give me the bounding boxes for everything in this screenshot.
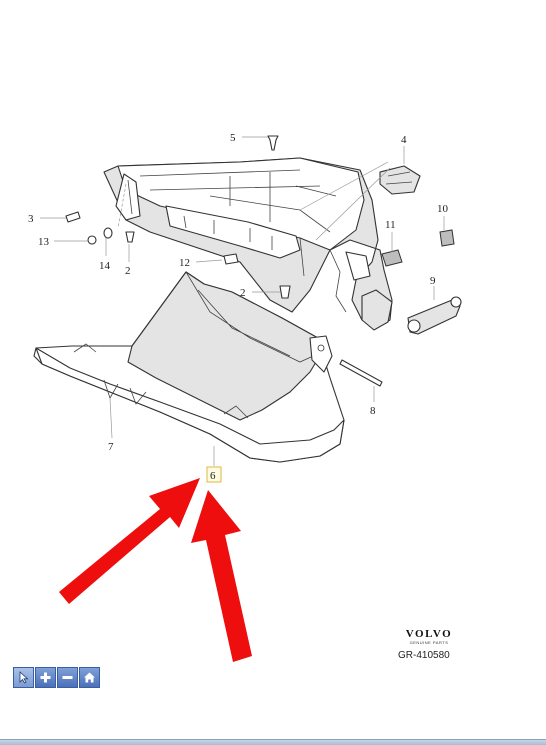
callout-8: 8 [370, 405, 376, 417]
washer-14 [103, 227, 113, 239]
brand-name: VOLVO [405, 628, 453, 640]
pin-2-right [279, 285, 291, 299]
callout-4: 4 [401, 134, 407, 146]
status-bar [0, 739, 546, 745]
latch-assembly-9 [407, 296, 462, 335]
clip-11 [381, 249, 403, 267]
callout-12: 12 [179, 257, 190, 269]
zoom-in-button[interactable] [35, 667, 56, 688]
pin-2-left [125, 231, 135, 243]
diagram-reference: GR-410580 [398, 650, 450, 661]
washer-13 [87, 235, 97, 245]
damper-rod-8 [339, 359, 383, 387]
leader-lines [40, 136, 445, 466]
callout-2-left: 2 [125, 265, 131, 277]
pointer-icon [19, 671, 29, 684]
screw-12 [223, 253, 239, 265]
callout-9: 9 [430, 275, 436, 287]
zoom-out-icon [62, 676, 73, 679]
callout-6[interactable]: 6 [210, 470, 216, 482]
callout-14: 14 [99, 260, 111, 272]
glovebox-lid [33, 271, 345, 463]
glovebox-housing [103, 157, 393, 331]
arrow-right [191, 490, 252, 662]
red-arrows [59, 478, 252, 662]
brand-subtitle: GENUINE PARTS [409, 640, 449, 645]
callout-2-right: 2 [240, 287, 246, 299]
callout-10: 10 [437, 203, 449, 215]
callout-13: 13 [38, 236, 50, 248]
volvo-brand: VOLVO GENUINE PARTS [396, 628, 462, 646]
callout-7: 7 [108, 441, 114, 453]
callout-11: 11 [385, 219, 396, 231]
viewer-toolbar [13, 667, 100, 688]
callout-6-highlight [206, 466, 222, 483]
arrow-left [59, 478, 200, 604]
clip-10 [439, 229, 455, 247]
screw-3 [65, 211, 81, 223]
callout-5: 5 [230, 132, 236, 144]
zoom-in-icon [40, 672, 51, 683]
callout-labels: 5 4 3 13 14 2 11 10 12 2 9 8 7 6 [28, 132, 449, 483]
home-icon [84, 672, 95, 683]
zoom-out-button[interactable] [57, 667, 78, 688]
home-button[interactable] [79, 667, 100, 688]
switch-4 [379, 165, 421, 195]
callout-3: 3 [28, 213, 34, 225]
screw-5 [267, 135, 279, 151]
pointer-button[interactable] [13, 667, 34, 688]
